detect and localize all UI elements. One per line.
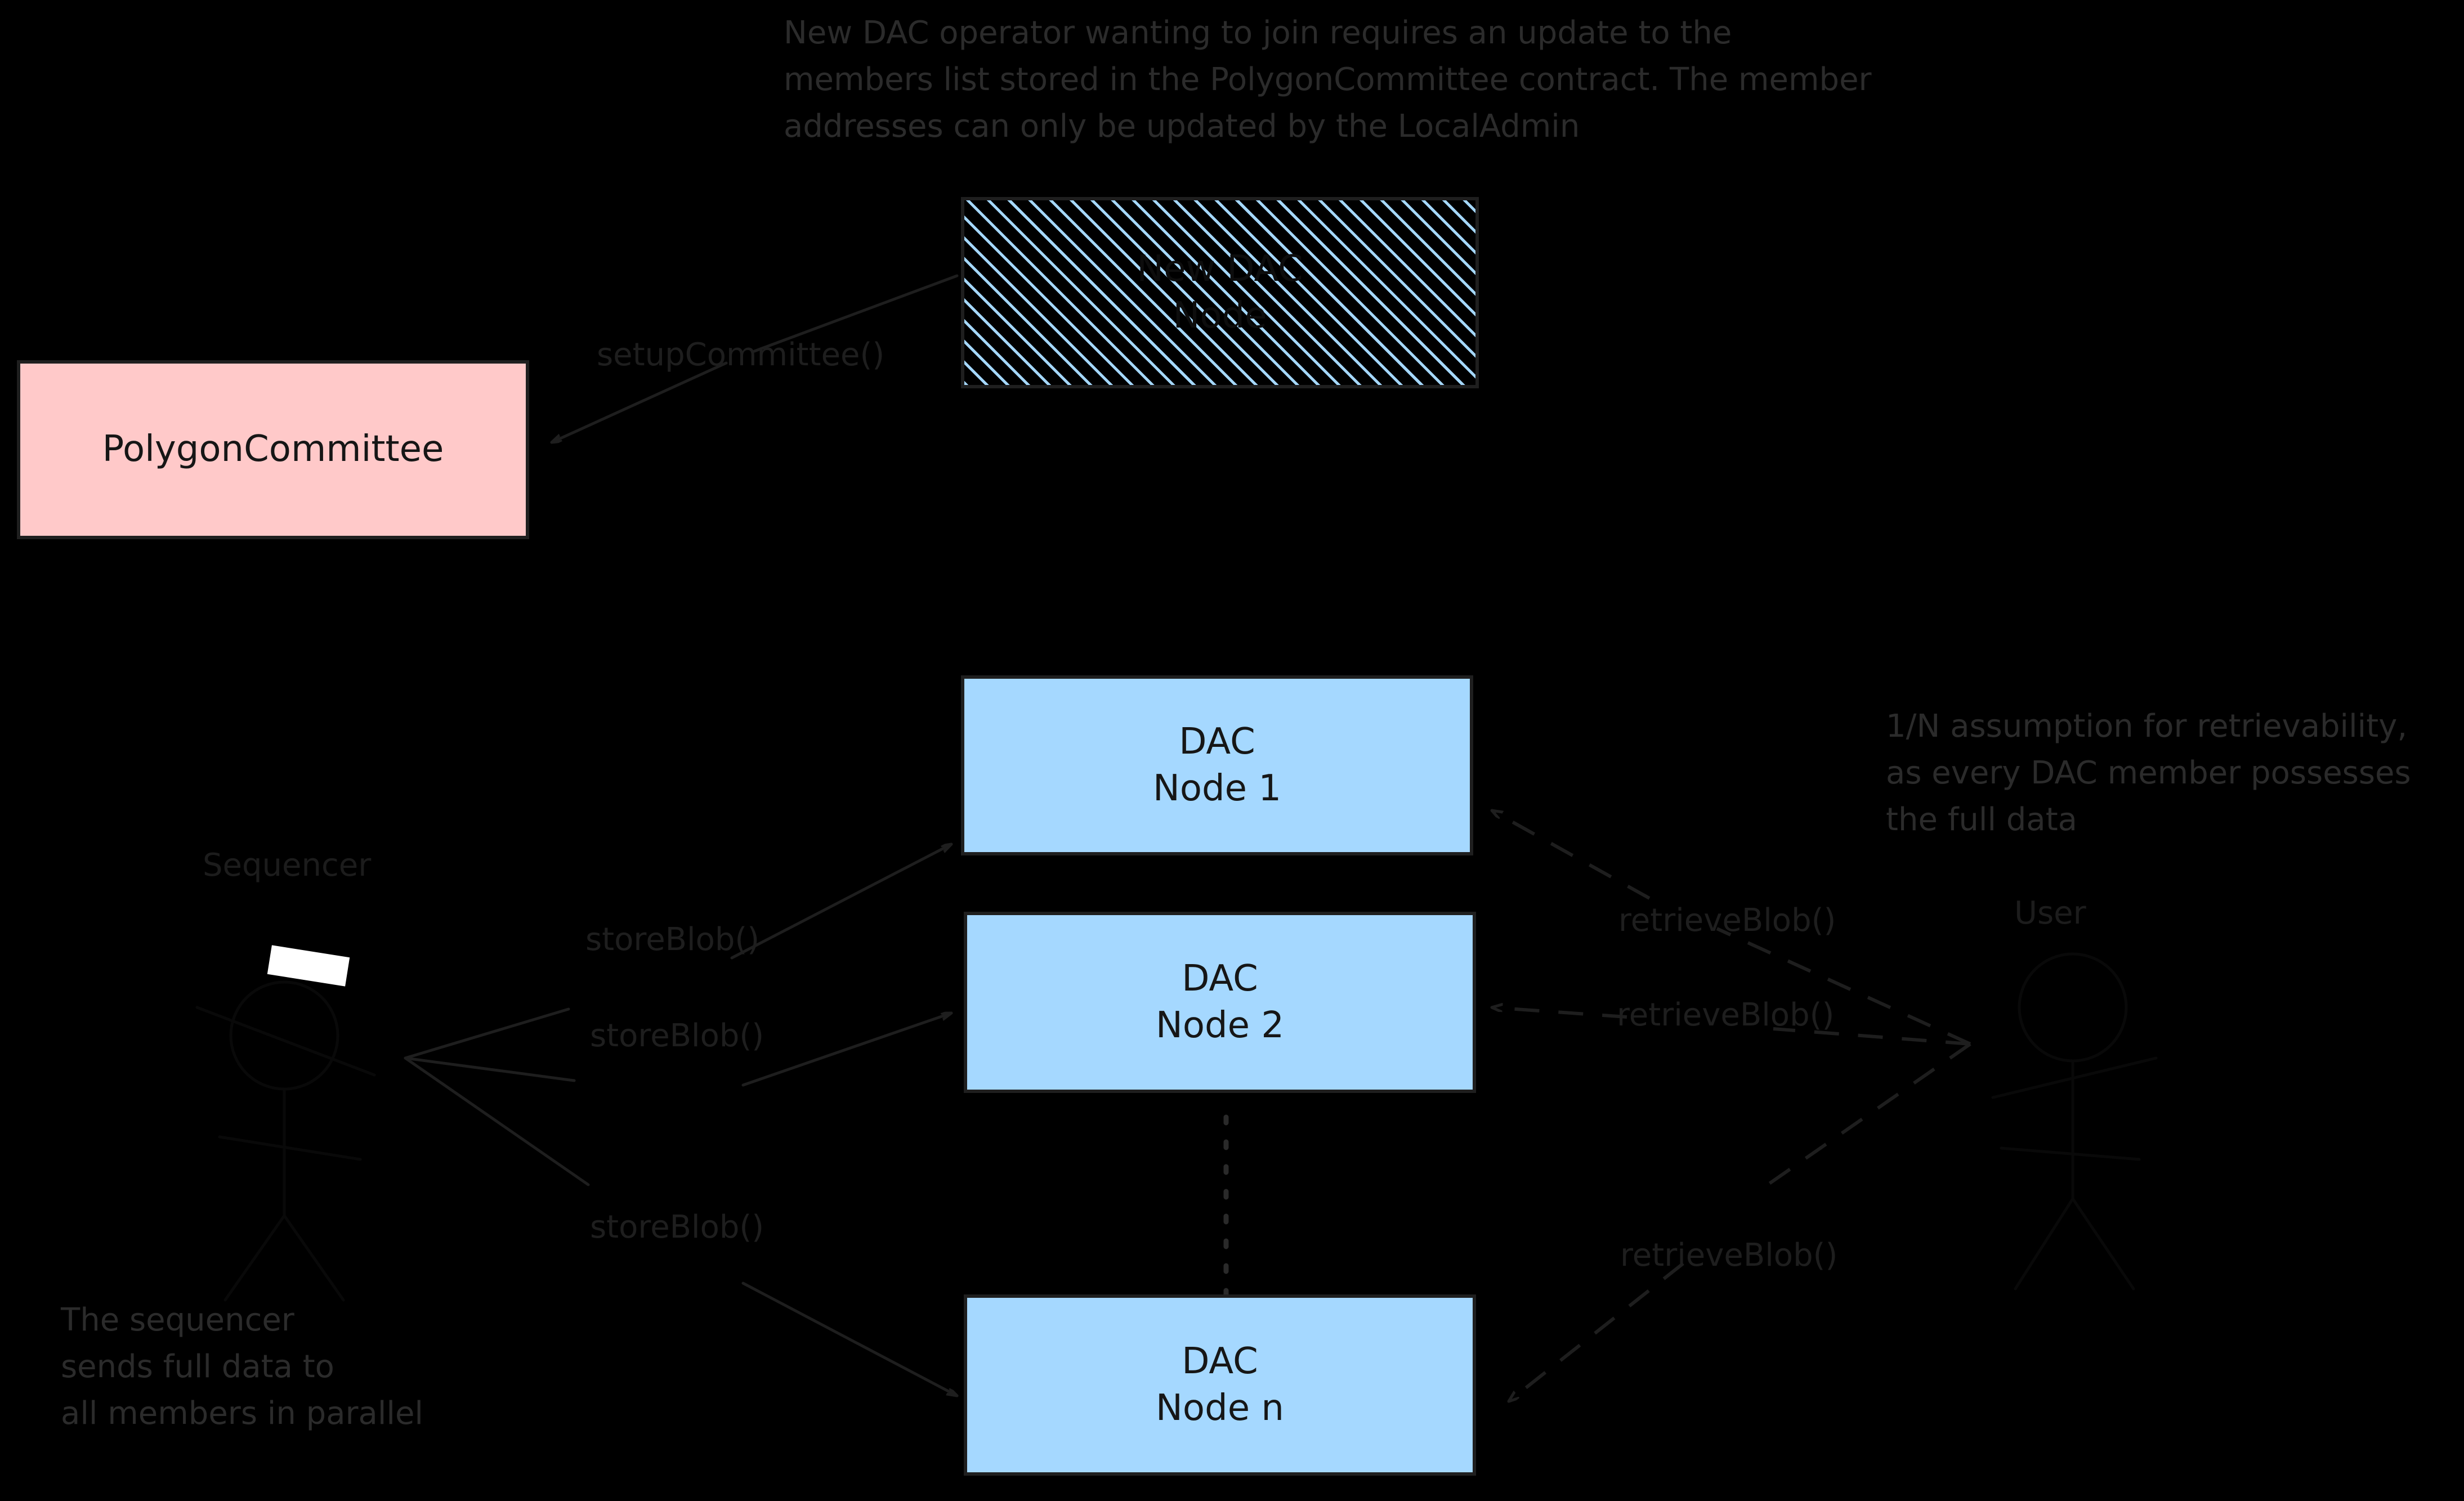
- node-dac-node-1[interactable]: DAC Node 1: [961, 675, 1473, 855]
- edge-label-retrieve-blob-n: retrieveBlob(): [1620, 1237, 1838, 1274]
- sequencer-highlight-tag: [267, 945, 350, 987]
- actor-label-user: User: [2014, 895, 2086, 931]
- edge-label-store-blob-2: storeBlob(): [590, 1018, 764, 1054]
- note-new-dac-operator: New DAC operator wanting to join require…: [784, 15, 1872, 145]
- node-dac-node-2[interactable]: DAC Node 2: [964, 912, 1476, 1093]
- edge-label-store-blob-1: storeBlob(): [585, 921, 760, 958]
- node-new-dac-node-line1: New DAC: [1137, 248, 1303, 290]
- edge-label-retrieve-blob-1: retrieveBlob(): [1618, 902, 1836, 939]
- node-dac-node-n[interactable]: DAC Node n: [964, 1294, 1476, 1476]
- edge-retrieve-blob-n: [1509, 1042, 1971, 1401]
- note-retrievability: 1/N assumption for retrievability, as ev…: [1886, 708, 2411, 838]
- note-sequencer-parallel: The sequencer sends full data to all mem…: [61, 1302, 423, 1432]
- edge-label-store-blob-n: storeBlob(): [590, 1209, 764, 1245]
- node-dac-node-2-line2: Node 2: [1155, 1005, 1285, 1046]
- node-dac-node-n-line1: DAC: [1182, 1340, 1258, 1382]
- node-dac-node-1-line1: DAC: [1179, 720, 1255, 763]
- node-dac-node-n-line2: Node n: [1156, 1387, 1284, 1429]
- node-new-dac-node[interactable]: New DAC Node: [961, 197, 1479, 388]
- node-polygon-committee[interactable]: PolygonCommittee: [17, 360, 529, 539]
- edge-label-setup-committee: setupCommittee(): [597, 337, 885, 373]
- node-dac-node-2-line1: DAC: [1182, 957, 1258, 1000]
- sequencer-actor-figure: [195, 980, 376, 1302]
- node-polygon-committee-label: PolygonCommittee: [102, 428, 444, 471]
- actor-label-sequencer: Sequencer: [203, 847, 372, 884]
- edge-label-retrieve-blob-2: retrieveBlob(): [1617, 997, 1835, 1033]
- node-new-dac-node-line2: Node: [1173, 295, 1267, 337]
- user-actor-figure: [1991, 952, 2158, 1291]
- node-dac-node-1-line2: Node 1: [1152, 768, 1282, 809]
